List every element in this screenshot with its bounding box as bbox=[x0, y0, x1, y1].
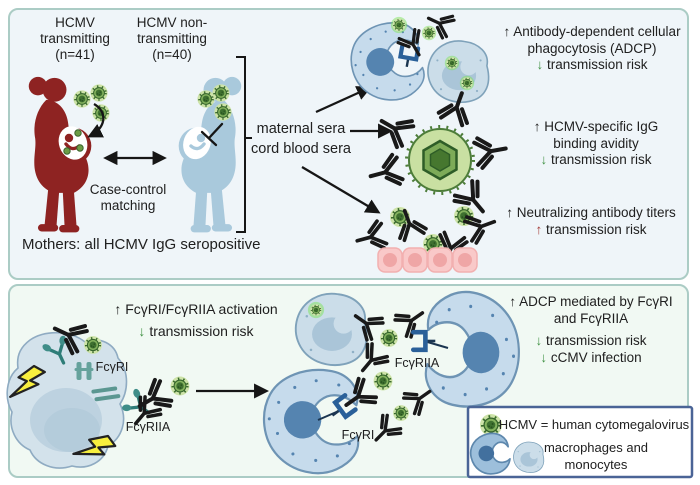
igg-avidity-illustration bbox=[364, 86, 511, 223]
result-adcp-fcgr: ↑ ADCP mediated by FcγRI and FcγRIIA ↓ t… bbox=[509, 294, 673, 365]
adcp-fcgr-illustration bbox=[258, 289, 522, 480]
result-avidity: ↑ HCMV-specific IgG binding avidity ↓ tr… bbox=[533, 119, 659, 167]
group-nontransmitting-label: HCMV non- transmitting (n=40) bbox=[136, 15, 208, 62]
fcgriia-right-label: FcγRIIA bbox=[394, 356, 440, 370]
increase-arrow: ↑ bbox=[535, 221, 543, 237]
mothers-seropositive-note: Mothers: all HCMV IgG seropositive bbox=[22, 236, 261, 253]
result-adcp: ↑ Antibody-dependent cellular phagocytos… bbox=[503, 24, 681, 72]
decrease-arrow: ↓ bbox=[540, 152, 548, 167]
legend-monocyte-icon bbox=[513, 441, 545, 474]
womb-virus-icons bbox=[63, 129, 84, 155]
blocked-transmission-tbar bbox=[200, 122, 224, 147]
fetus-nontransmitting bbox=[189, 133, 206, 151]
mother-transmitting-figure bbox=[28, 76, 92, 233]
fcgr-activation-label: ↑ FcγRI/FcγRIIA activation ↓ transmissio… bbox=[114, 301, 278, 339]
group-bracket bbox=[236, 56, 252, 233]
decrease-arrow: ↓ bbox=[540, 349, 548, 365]
top-panel bbox=[8, 8, 689, 280]
result-neutralizing: ↑ Neutralizing antibody titers ↑ transmi… bbox=[506, 205, 676, 237]
legend-box bbox=[464, 405, 694, 481]
adcp-macrophage-illustration bbox=[342, 5, 490, 110]
sera-label: maternal sera cord blood sera bbox=[251, 121, 351, 157]
decrease-arrow: ↓ bbox=[536, 57, 544, 72]
case-control-matching-label: Case-control matching bbox=[89, 182, 167, 213]
fcgriia-left-label: FcγRIIA bbox=[125, 420, 171, 434]
fcgri-left-label: FcγRI bbox=[95, 360, 129, 374]
legend-hcmv-label: HCMV = human cytomegalovirus bbox=[498, 417, 690, 432]
group-transmitting-label: HCMV transmitting (n=41) bbox=[40, 15, 110, 62]
infection-arrow bbox=[87, 103, 105, 138]
decrease-arrow: ↓ bbox=[138, 323, 146, 339]
legend-cells-label: macrophages and monocytes bbox=[543, 440, 649, 472]
decrease-arrow: ↓ bbox=[535, 333, 543, 348]
fcgri-right-label: FcγRI bbox=[341, 428, 375, 442]
activated-cell-illustration bbox=[6, 312, 191, 473]
sera-arrows bbox=[301, 86, 393, 214]
